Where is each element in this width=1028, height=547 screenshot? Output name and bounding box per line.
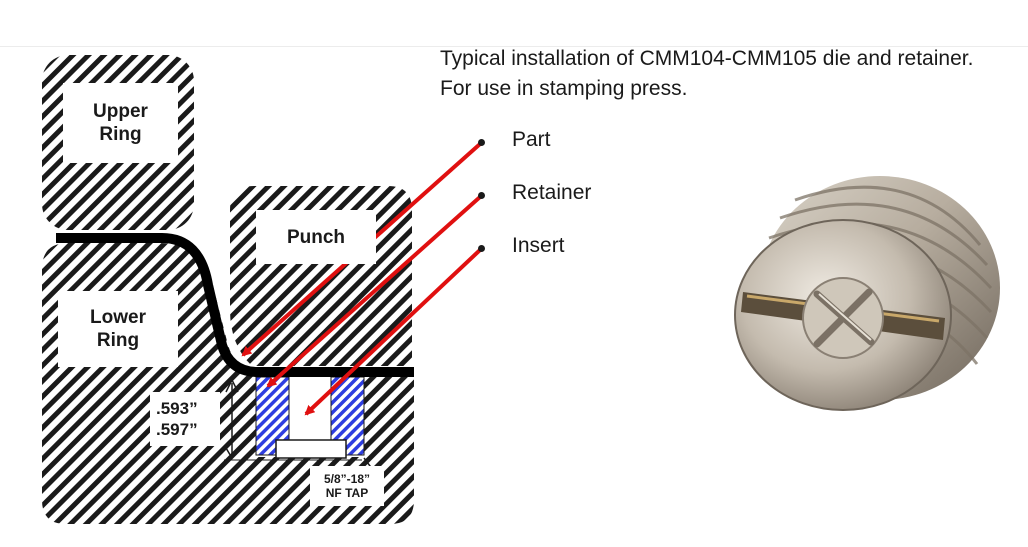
bullet-dot-icon — [478, 139, 485, 146]
dimension-label: .593”.597” — [150, 392, 220, 446]
punch-label: Punch — [256, 210, 376, 264]
bullet-dot-icon — [478, 192, 485, 199]
caption: Typical installation of CMM104-CMM105 di… — [440, 47, 974, 100]
tap-label: 5/8”-18”NF TAP — [310, 466, 384, 506]
arrow-insert — [304, 248, 482, 416]
dimension-arrow-bottom — [225, 447, 239, 460]
part-sheet — [56, 233, 414, 377]
top-divider — [0, 46, 1028, 47]
bullet-dot-icon — [478, 245, 485, 252]
insert-base — [275, 439, 347, 459]
arrow-retainer — [266, 195, 482, 388]
bullet-label: Part — [512, 128, 551, 151]
dimension-arrow-top — [225, 378, 239, 393]
threaded-retainer-photo — [734, 176, 1000, 411]
bullet-label: Insert — [512, 234, 565, 257]
bullet-label: Retainer — [512, 181, 592, 204]
